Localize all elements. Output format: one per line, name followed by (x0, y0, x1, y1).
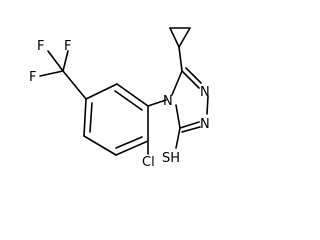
atom-label-f-left: F (29, 70, 36, 85)
nitrogen-aryl-bond (147, 99, 167, 107)
trifluoromethyl-group (39, 50, 87, 100)
molecule-structure: N N N F F F Cl SH (29, 27, 210, 170)
cyclopropyl-triazole-bond (178, 46, 183, 72)
benzene-ring (83, 83, 149, 156)
carbon-sulfur-bond (175, 127, 181, 149)
atom-label-f-top-right: F (64, 39, 71, 54)
atom-label-n-aryl: N (163, 94, 173, 109)
cyclopropyl-ring (169, 27, 191, 48)
atom-label-thiol: SH (162, 151, 180, 166)
atom-label-chlorine: Cl (142, 155, 155, 170)
atom-label-n-triazole-top: N (200, 85, 210, 100)
atom-label-n-triazole-mid: N (200, 117, 210, 132)
atom-label-f-top-left: F (37, 39, 44, 54)
triazole-ring (171, 67, 209, 133)
